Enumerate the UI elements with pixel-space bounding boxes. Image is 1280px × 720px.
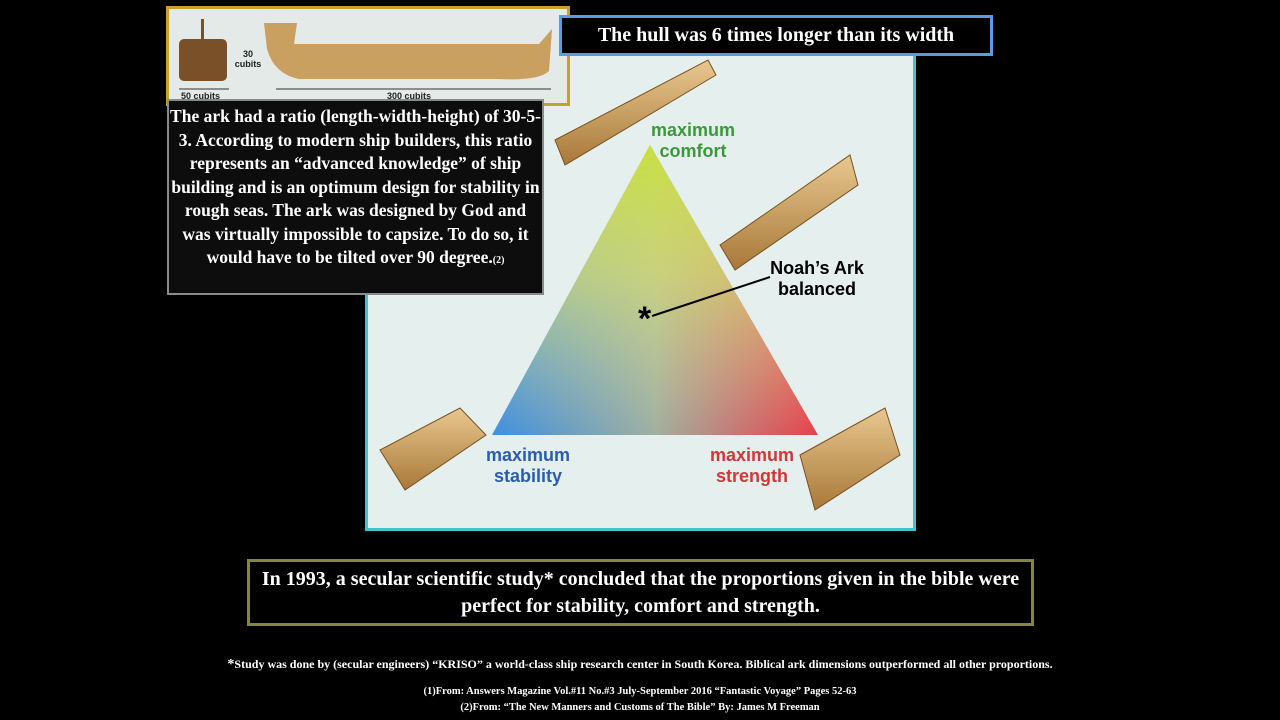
slide-title: The hull was 6 times longer than its wid…	[559, 15, 993, 56]
info-ref: (2)	[492, 255, 505, 266]
label-maximum-strength: maximum strength	[709, 445, 795, 486]
conclusion-text: In 1993, a secular scientific study* con…	[261, 567, 1020, 617]
study-text: Study was done by (secular engineers) “K…	[234, 657, 1053, 671]
height-label: 30 cubits	[234, 49, 262, 69]
label-noahs-ark-balanced: Noah’s Ark balanced	[770, 258, 864, 299]
source-2: (2)From: “The New Manners and Customs of…	[460, 702, 820, 713]
ark-dimensions-image: 50 cubits 30 cubits 300 cubits	[166, 6, 570, 106]
info-box: The ark had a ratio (length-width-height…	[167, 99, 544, 295]
pointer-line	[651, 276, 771, 317]
label-maximum-stability: maximum stability	[485, 445, 571, 486]
balance-point-marker: *	[638, 300, 652, 338]
source-1: (1)From: Answers Magazine Vol.#11 No.#3 …	[423, 686, 857, 697]
length-label: 300 cubits	[387, 91, 432, 101]
study-footnote: *Study was done by (secular engineers) “…	[0, 657, 1280, 673]
width-label: 50 cubits	[181, 91, 221, 101]
label-maximum-comfort: maximum comfort	[650, 120, 736, 161]
plank-icon	[379, 59, 901, 511]
info-text: The ark had a ratio (length-width-height…	[170, 106, 541, 267]
footnote-mark: *	[227, 657, 235, 672]
conclusion-box: In 1993, a secular scientific study* con…	[247, 559, 1034, 626]
